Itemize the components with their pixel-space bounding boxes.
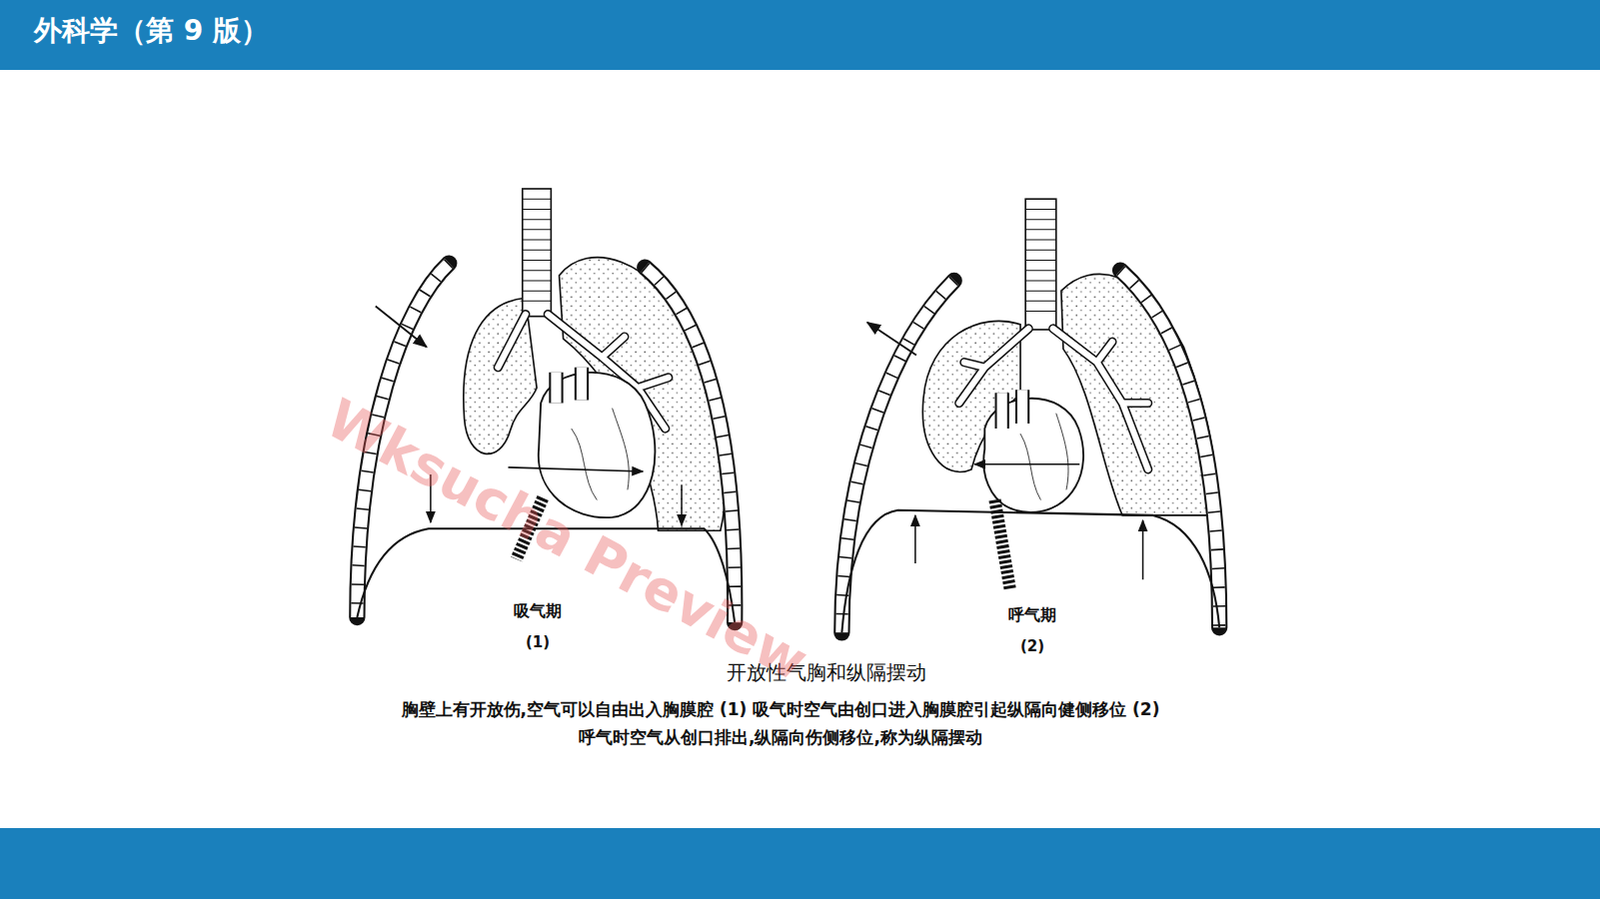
phase-label: 吸气期	[513, 601, 562, 623]
expiration-figure	[841, 198, 1220, 633]
callout-number: (1)	[525, 633, 550, 652]
footer-bar	[0, 828, 1600, 899]
slide-title: 外科学（第 9 版）	[33, 11, 269, 50]
phase-label: 呼气期	[1008, 605, 1057, 627]
callout-number: (2)	[1020, 637, 1045, 656]
caption-note: 胸壁上有开放伤,空气可以自由出入胸膜腔 (1) 吸气时空气由创口进入胸膜腔引起纵…	[395, 695, 1166, 752]
watermark: Wksucha Preview	[316, 386, 819, 694]
figure-caption: 开放性气胸和纵隔摆动	[726, 659, 927, 687]
inspiration-figure	[356, 188, 735, 623]
